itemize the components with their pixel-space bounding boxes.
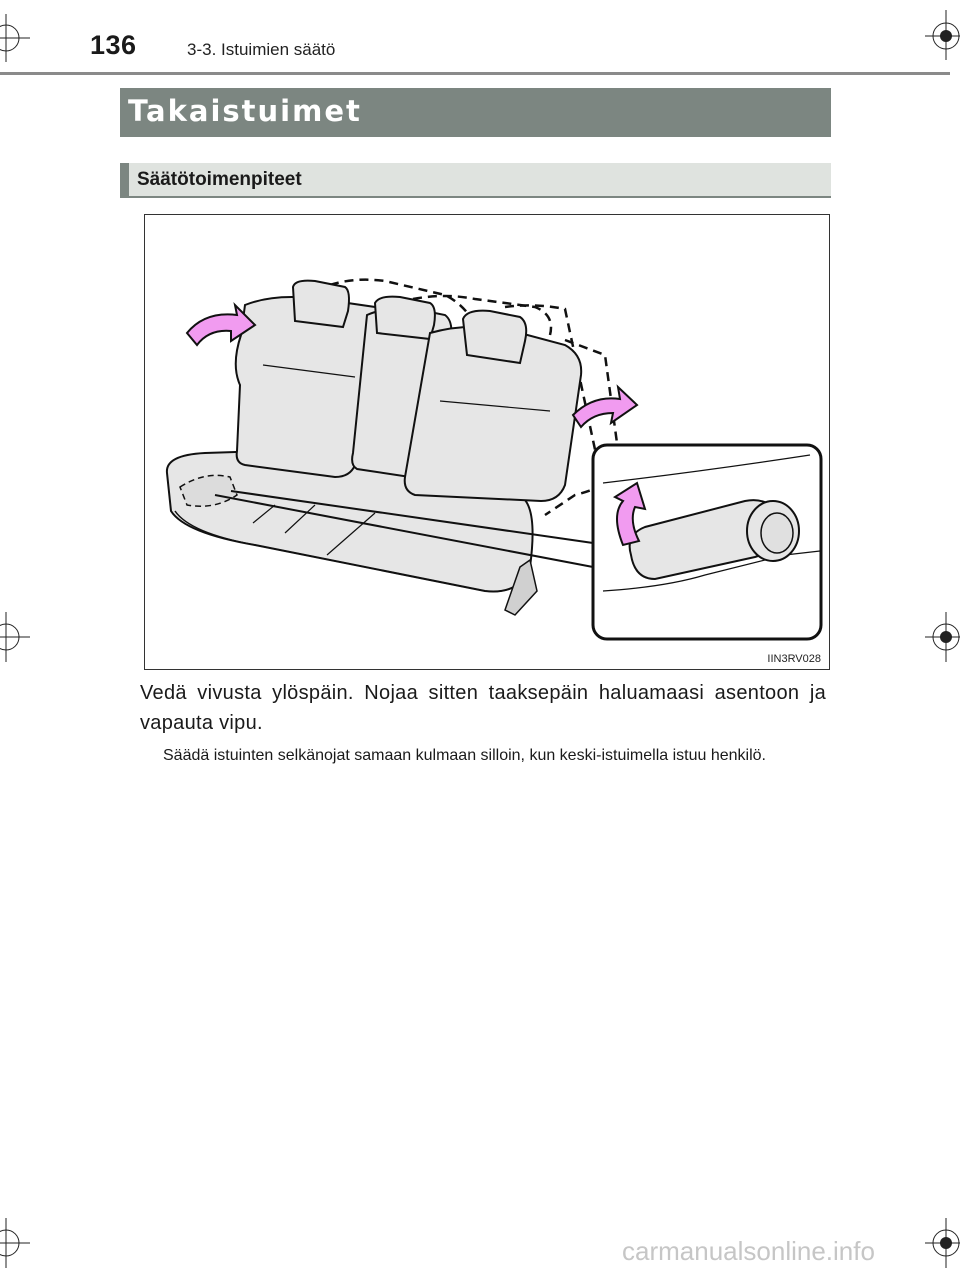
note-text: Säädä istuinten selkänojat samaan kulmaa… <box>163 747 766 764</box>
lever-up-arrow-icon <box>612 481 647 547</box>
rear-seat-drawing <box>165 278 823 641</box>
subheading-bar: Säätötoimenpiteet <box>120 163 831 198</box>
crop-mark-mid-left-icon <box>0 612 30 662</box>
subheading-accent <box>120 163 129 196</box>
page-number: 136 <box>90 30 137 60</box>
recline-arrow-left-icon <box>185 301 257 347</box>
crop-mark-bottom-left-icon <box>0 1218 30 1268</box>
crop-mark-mid-right-icon <box>925 612 960 662</box>
right-backrest <box>403 309 583 503</box>
lever-detail-inset <box>591 443 823 641</box>
page-title: Takaistuimet <box>128 94 362 128</box>
crop-mark-top-left-icon <box>0 14 30 62</box>
subheading: Säätötoimenpiteet <box>137 169 302 190</box>
watermark: carmanualsonline.info <box>622 1236 875 1266</box>
page-title-bar: Takaistuimet <box>120 88 831 137</box>
seat-illustration: IIN3RV028 <box>144 214 830 670</box>
left-backrest <box>234 279 385 479</box>
header-divider <box>0 72 950 75</box>
instruction-text: Vedä vivusta ylöspäin. Nojaa sitten taak… <box>140 682 826 734</box>
crop-mark-top-right-icon <box>925 10 960 60</box>
crop-mark-bottom-right-icon <box>925 1218 960 1268</box>
figure-code: IIN3RV028 <box>767 653 821 665</box>
recline-arrow-right-icon <box>571 384 639 429</box>
zoom-lines <box>214 490 594 568</box>
section-reference: 3-3. Istuimien säätö <box>187 40 336 59</box>
